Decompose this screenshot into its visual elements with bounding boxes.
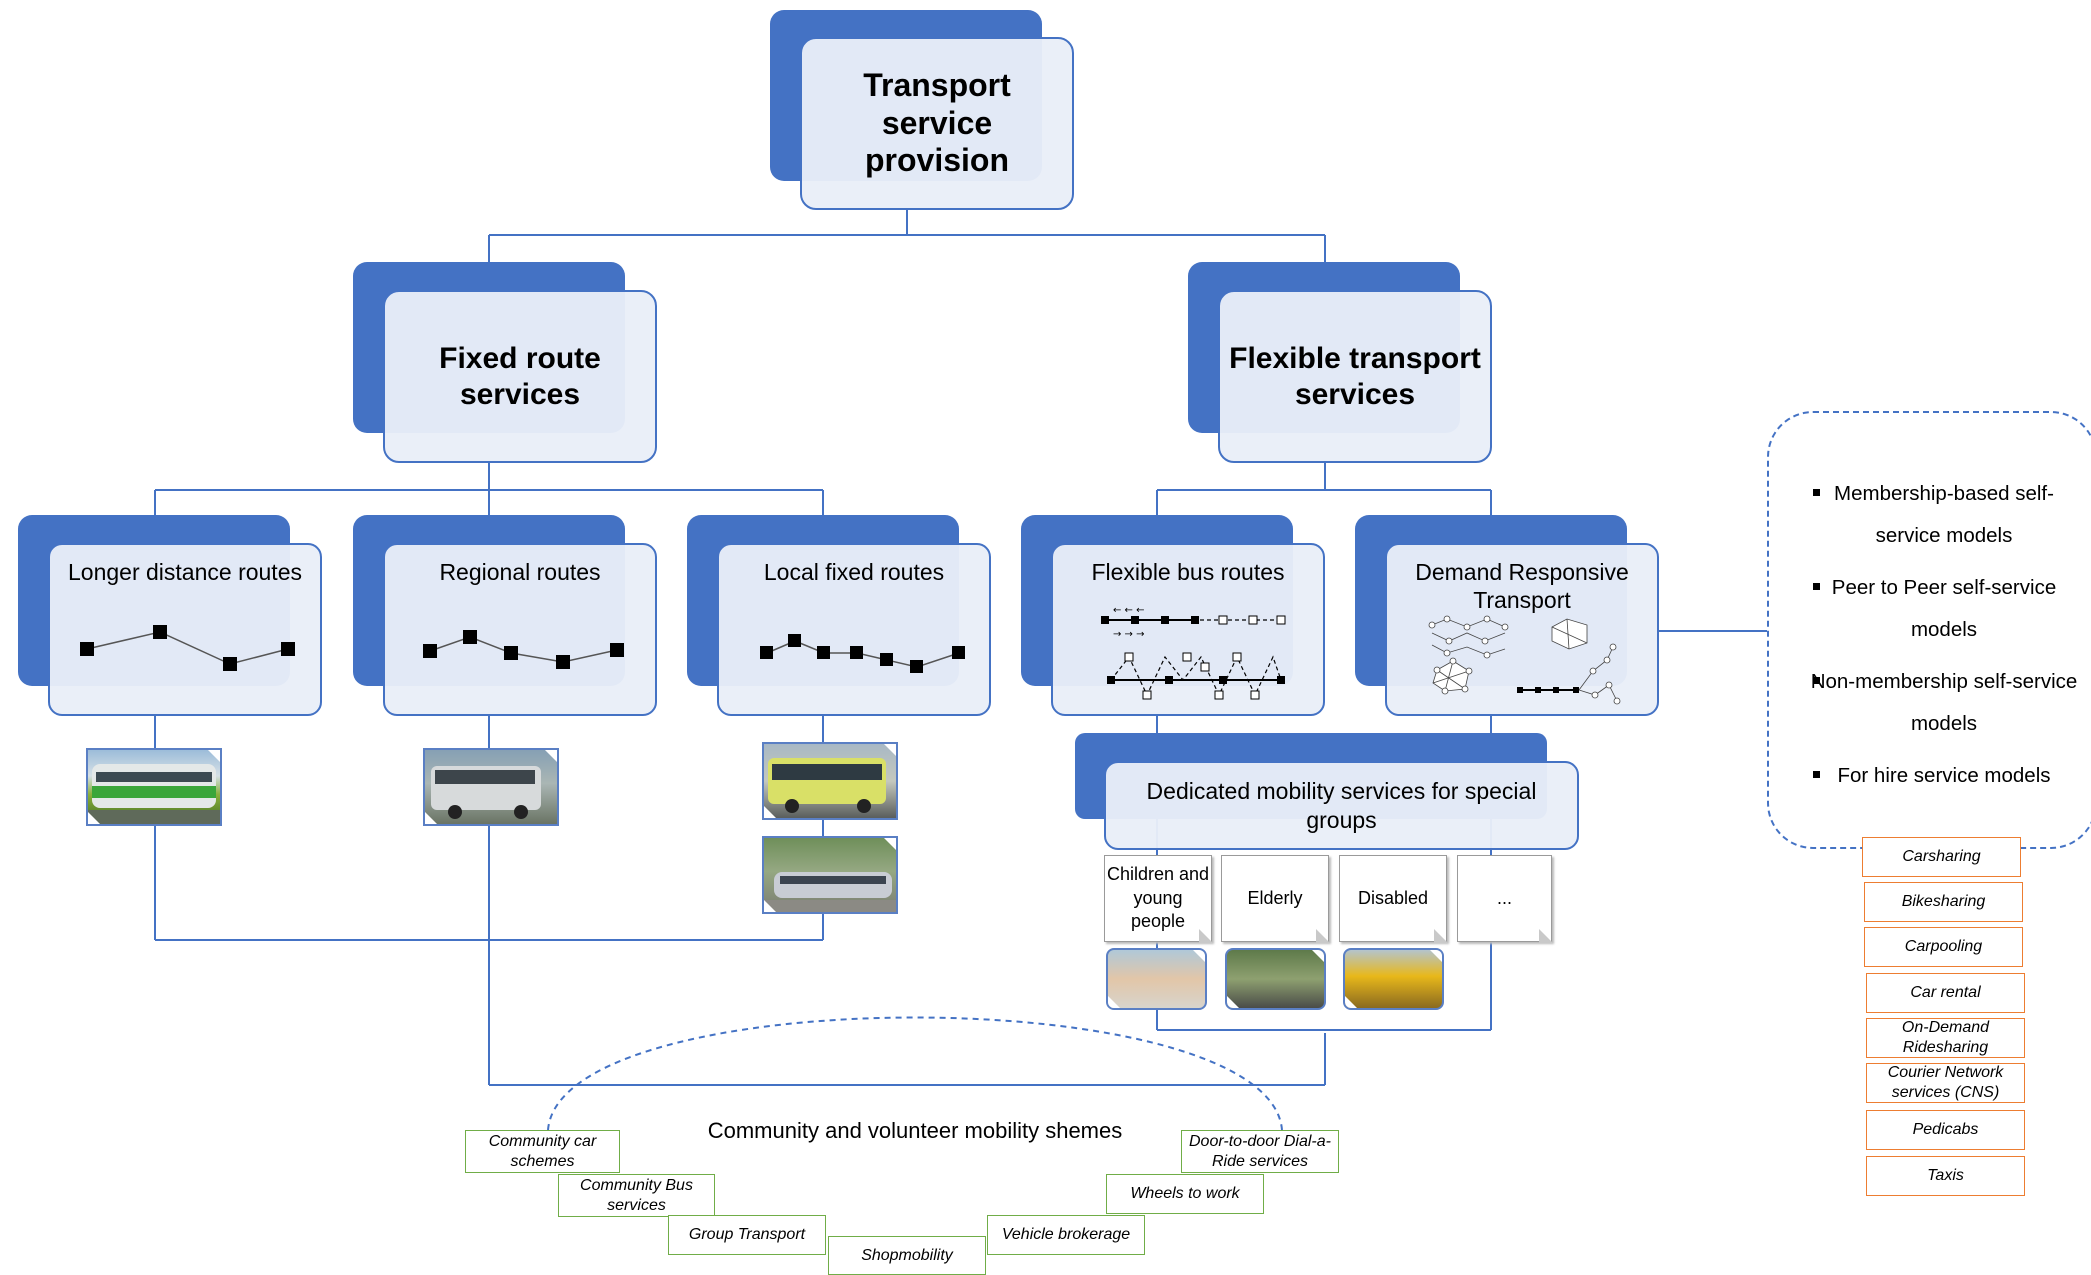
svg-text:← ← ←: ← ← ← bbox=[1113, 605, 1145, 616]
network-graph-icon bbox=[1428, 615, 1621, 705]
bullet-icon bbox=[1813, 771, 1820, 778]
shared-models-box: Membership-based self-service models Pee… bbox=[1767, 411, 2091, 849]
fixed-route-label: Fixed route services bbox=[439, 342, 601, 411]
shared-model-label: Non-membership self-service models bbox=[1810, 670, 2078, 735]
group-children[interactable]: Children and young people bbox=[1104, 855, 1213, 943]
train-icon bbox=[88, 764, 220, 824]
dedicated-mobility-label: Dedicated mobility services for special … bbox=[1146, 777, 1537, 833]
tram-icon bbox=[764, 872, 896, 912]
community-title: Community and volunteer mobility shemes bbox=[707, 1118, 1123, 1143]
pedicabs-item[interactable]: Pedicabs bbox=[1866, 1110, 2025, 1150]
shared-model-item: For hire service models bbox=[1769, 755, 2091, 797]
coach-bus-icon bbox=[431, 766, 541, 819]
courier-network-item[interactable]: Courier Network services (CNS) bbox=[1866, 1063, 2025, 1103]
taxis-item[interactable]: Taxis bbox=[1866, 1156, 2025, 1196]
flexible-transport-box[interactable]: Flexible transport services bbox=[1218, 290, 1492, 463]
shopmobility[interactable]: Shopmobility bbox=[828, 1236, 986, 1275]
community-car-schemes[interactable]: Community car schemes bbox=[465, 1130, 620, 1173]
svg-text:→ → →: → → → bbox=[1113, 629, 1145, 640]
shared-model-label: Membership-based self-service models bbox=[1834, 482, 2054, 547]
accessible-bus-photo bbox=[1343, 948, 1444, 1010]
longer-distance-label: Longer distance routes bbox=[68, 559, 302, 585]
car-rental-item[interactable]: Car rental bbox=[1866, 973, 2025, 1013]
route-line-icon bbox=[80, 625, 295, 671]
dedicated-mobility-box[interactable]: Dedicated mobility services for special … bbox=[1104, 761, 1579, 850]
group-disabled[interactable]: Disabled bbox=[1339, 855, 1448, 943]
flexible-bus-routes-label: Flexible bus routes bbox=[1091, 559, 1285, 585]
elderly-photo bbox=[1225, 948, 1326, 1010]
shared-model-label: For hire service models bbox=[1837, 764, 2051, 787]
city-bus-photo bbox=[762, 742, 898, 820]
group-more[interactable]: ... bbox=[1457, 855, 1553, 943]
vehicle-brokerage[interactable]: Vehicle brokerage bbox=[987, 1215, 1145, 1255]
demand-responsive-box[interactable]: Demand Responsive Transport bbox=[1385, 543, 1659, 716]
flexible-transport-label: Flexible transport services bbox=[1229, 342, 1481, 411]
children-photo bbox=[1106, 948, 1207, 1010]
carsharing-item[interactable]: Carsharing bbox=[1862, 837, 2021, 877]
carpooling-item[interactable]: Carpooling bbox=[1864, 927, 2023, 967]
tram-photo bbox=[762, 836, 898, 914]
shared-model-label: Peer to Peer self-service models bbox=[1831, 576, 2057, 641]
root-box[interactable]: Transport service provision bbox=[800, 37, 1074, 210]
local-fixed-routes-box[interactable]: Local fixed routes bbox=[717, 543, 991, 716]
root-label: Transport service provision bbox=[863, 66, 1011, 179]
group-transport[interactable]: Group Transport bbox=[668, 1215, 826, 1255]
regional-routes-box[interactable]: Regional routes bbox=[383, 543, 657, 716]
bullet-icon bbox=[1813, 677, 1820, 684]
demand-responsive-label: Demand Responsive Transport bbox=[1415, 559, 1629, 613]
city-bus-icon bbox=[768, 758, 886, 813]
train-photo bbox=[86, 748, 222, 826]
coach-bus-photo bbox=[423, 748, 559, 826]
shared-models-list: Membership-based self-service models Pee… bbox=[1769, 473, 2091, 807]
dial-a-ride-services[interactable]: Door-to-door Dial-a-Ride services bbox=[1181, 1130, 1339, 1173]
fixed-route-box[interactable]: Fixed route services bbox=[383, 290, 657, 463]
on-demand-ridesharing-item[interactable]: On-Demand Ridesharing bbox=[1866, 1018, 2025, 1058]
wheels-to-work[interactable]: Wheels to work bbox=[1106, 1174, 1264, 1214]
route-line-icon bbox=[423, 630, 624, 669]
route-line-icon bbox=[760, 634, 965, 673]
bullet-icon bbox=[1813, 583, 1820, 590]
group-elderly[interactable]: Elderly bbox=[1221, 855, 1330, 943]
shared-model-item: Non-membership self-service models bbox=[1769, 661, 2091, 745]
shared-model-item: Membership-based self-service models bbox=[1769, 473, 2091, 557]
flexible-bus-routes-box[interactable]: Flexible bus routes ← ← ← → → → bbox=[1051, 543, 1325, 716]
regional-routes-label: Regional routes bbox=[439, 559, 601, 585]
longer-distance-box[interactable]: Longer distance routes bbox=[48, 543, 322, 716]
community-bus-services[interactable]: Community Bus services bbox=[558, 1174, 715, 1217]
local-fixed-routes-label: Local fixed routes bbox=[763, 559, 945, 585]
flexible-route-icon: ← ← ← → → → bbox=[1101, 605, 1286, 700]
bullet-icon bbox=[1813, 489, 1820, 496]
bikesharing-item[interactable]: Bikesharing bbox=[1864, 882, 2023, 922]
shared-model-item: Peer to Peer self-service models bbox=[1769, 567, 2091, 651]
